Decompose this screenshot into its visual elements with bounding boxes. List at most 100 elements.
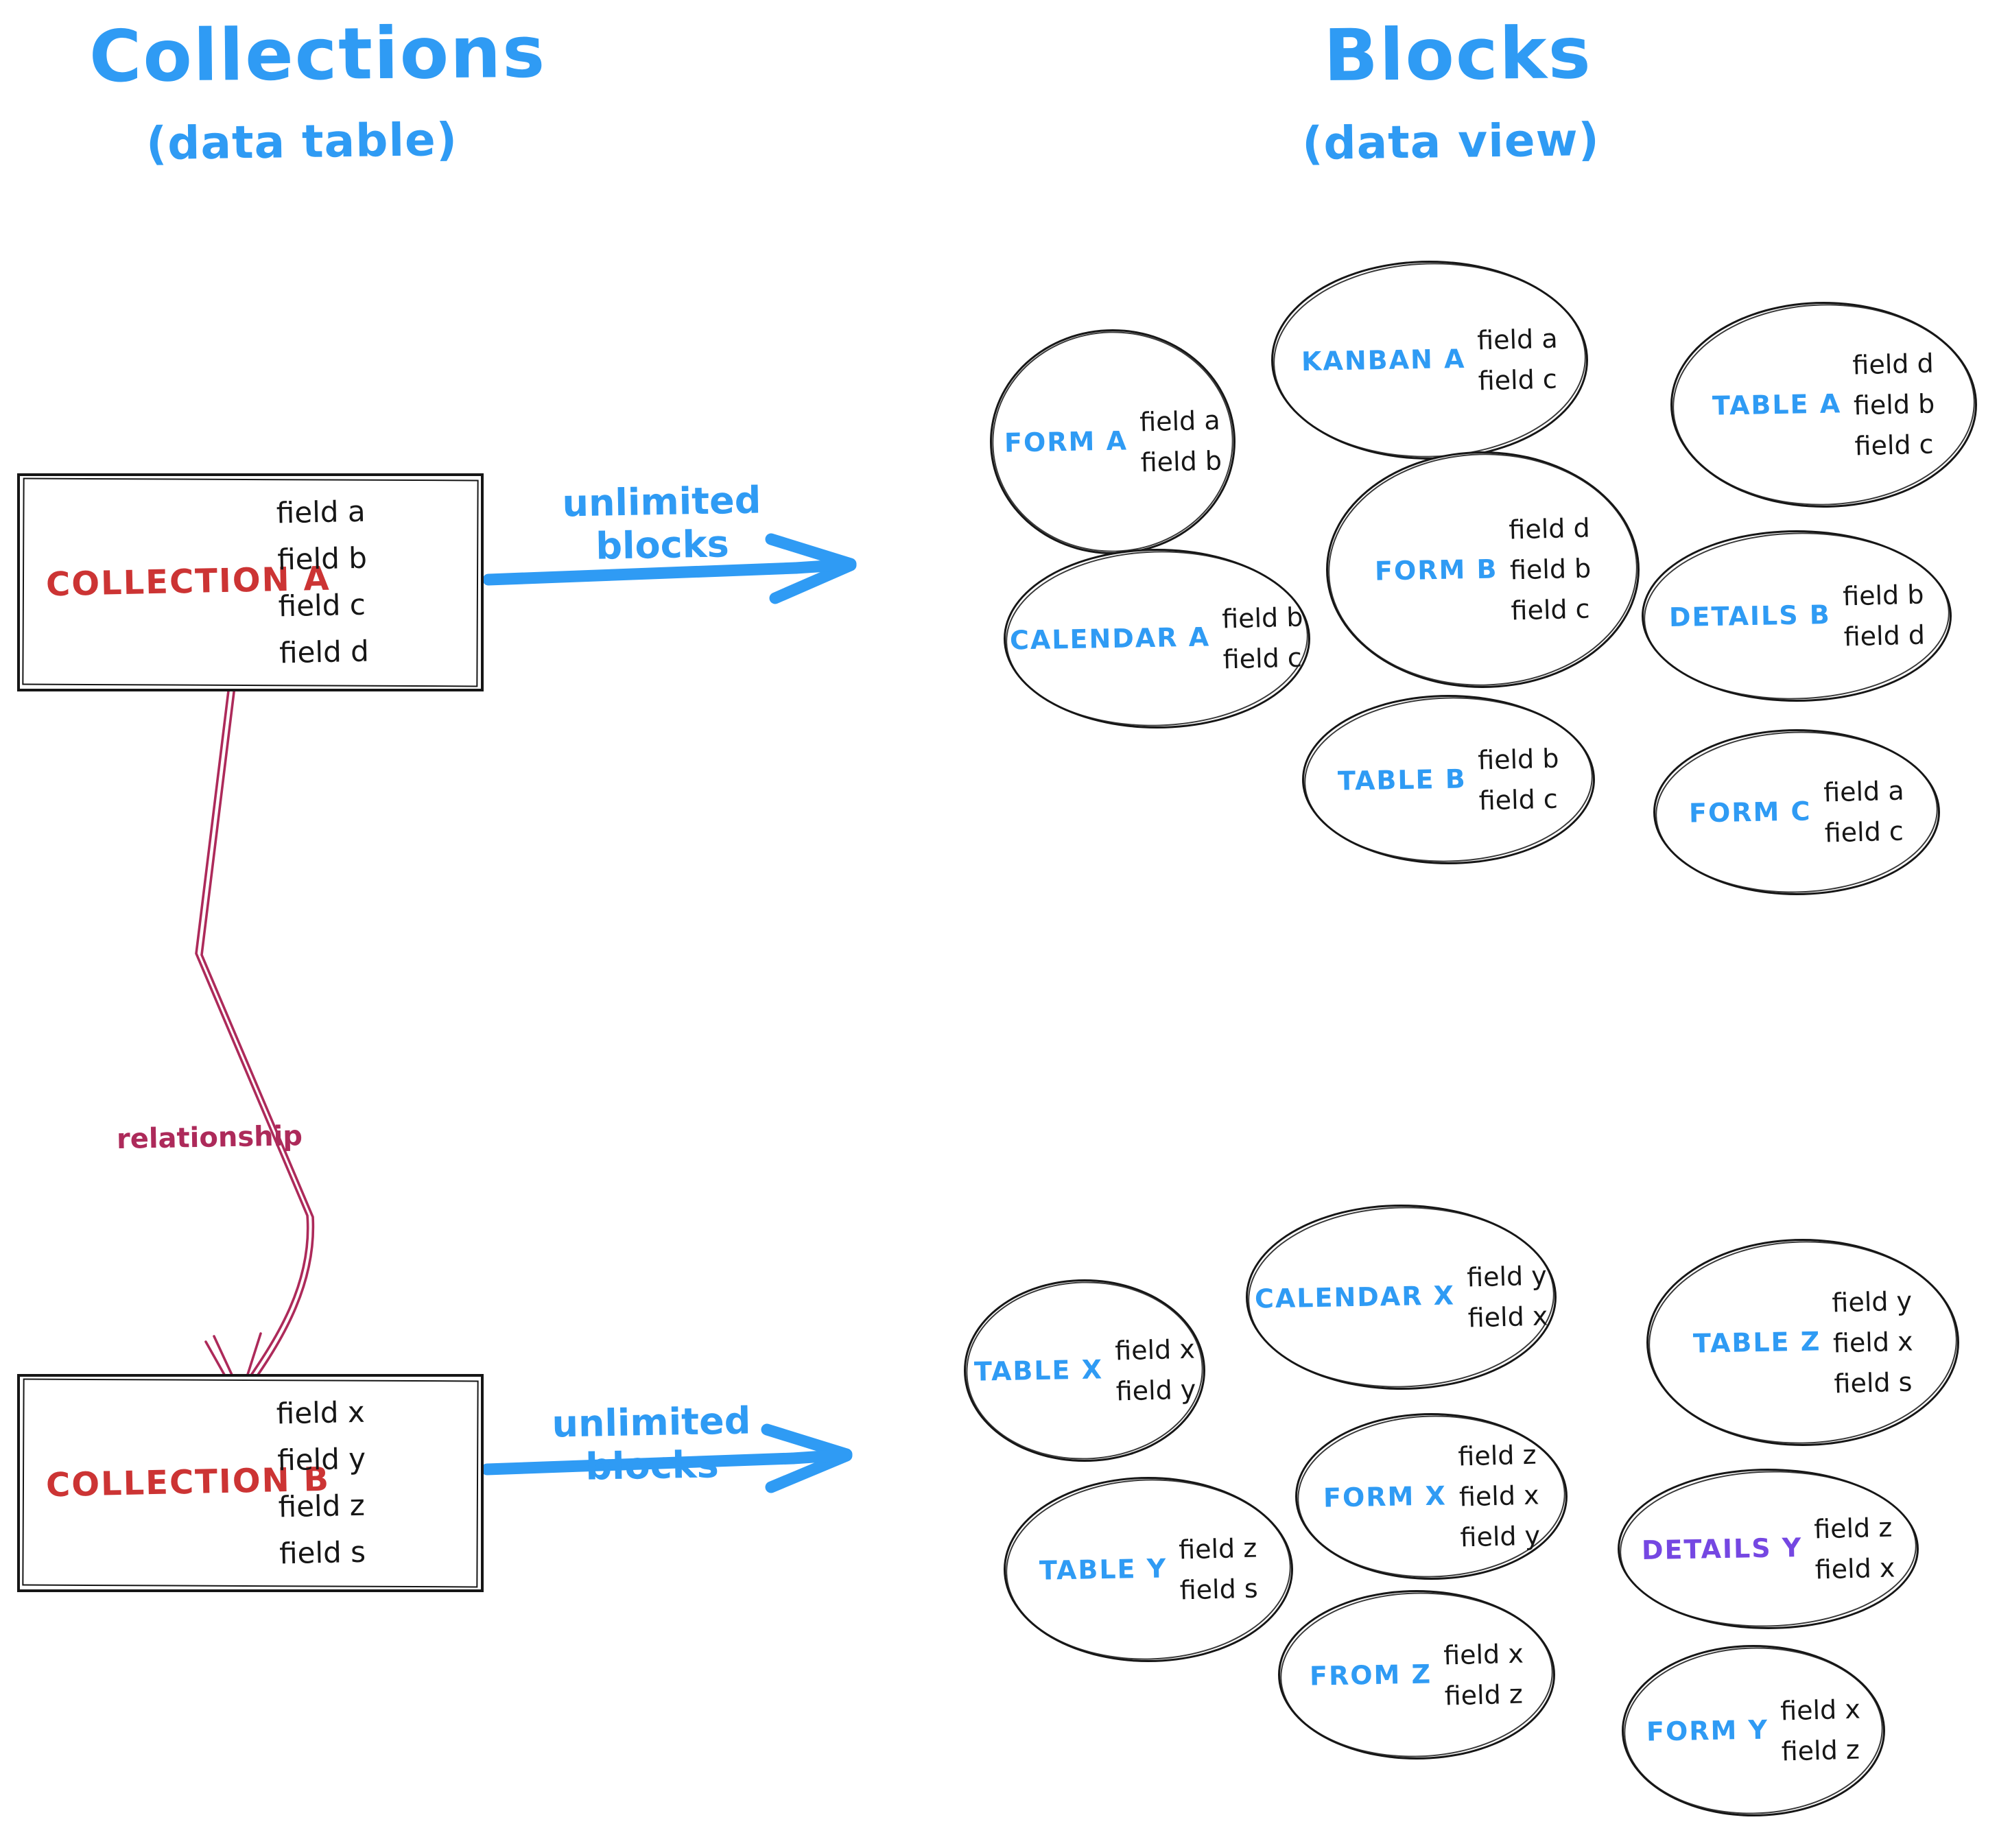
unlimited-blocks-label-bottom: unlimited blocks [552,1399,751,1489]
block-field: field d [1509,512,1591,545]
block-label: FORM Y [1646,1714,1769,1747]
form-x-block: FORM X field z field x field y [1295,1413,1568,1580]
block-field: field d [1843,619,1926,652]
relationship-label: relationship [116,1120,303,1156]
block-label: FORM B [1374,553,1498,587]
calendar-x-block: CALENDAR X field y field x [1246,1205,1557,1390]
block-fields: field x field z [1780,1690,1862,1773]
blocks-title: Blocks [1323,10,1593,98]
block-field: field b [1853,388,1936,421]
form-c-block: FORM C field a field c [1653,729,1940,895]
block-label: FROM Z [1309,1658,1432,1692]
collection-label: COLLECTION A [45,559,331,604]
collection-field: field d [279,634,370,670]
block-field: field y [1466,1260,1548,1293]
block-fields: field x field y [1114,1329,1196,1412]
collection-field: field c [278,587,366,624]
unlimited-blocks-arrow-bottom [481,1423,853,1493]
block-fields: field y field x field s [1832,1281,1915,1404]
block-field: field s [1179,1573,1259,1606]
block-field: field d [1852,348,1935,381]
collection-field: field x [276,1395,366,1431]
table-b-block: TABLE B field b field c [1302,695,1595,864]
block-field: field z [1178,1532,1257,1565]
block-label: FORM X [1323,1480,1447,1513]
block-field: field c [1511,593,1591,626]
block-field: field x [1814,1552,1896,1585]
block-label: TABLE Z [1692,1326,1821,1359]
block-label: FORM C [1688,796,1812,829]
block-field: field c [1222,642,1303,675]
block-fields: field b field c [1478,738,1561,821]
block-field: field x [1458,1480,1540,1513]
block-field: field c [1478,783,1559,816]
collection-field: field z [278,1488,366,1524]
block-field: field b [1222,602,1304,635]
block-fields: field a field c [1823,771,1905,854]
block-label: TABLE Y [1039,1553,1168,1586]
block-field: field y [1115,1374,1196,1407]
block-field: field b [1509,553,1592,586]
block-label: DETAILS Y [1641,1532,1803,1566]
form-y-block: FORM Y field x field z [1622,1645,1885,1816]
block-label: TABLE A [1712,388,1842,421]
block-fields: field a field b [1139,401,1222,484]
block-field: field x [1832,1326,1913,1359]
block-field: field a [1823,775,1904,808]
block-label: TABLE B [1337,763,1467,796]
block-field: field x [1114,1334,1196,1366]
block-field: field z [1814,1512,1893,1545]
collection-field: field a [276,494,366,530]
collection-fields: field x field y field z field s [276,1389,368,1578]
collection-field: field b [276,541,368,577]
block-fields: field y field x [1467,1256,1549,1339]
collection-field: field s [279,1535,366,1571]
block-label: CALENDAR X [1254,1280,1456,1314]
block-field: field b [1140,445,1222,478]
kanban-a-block: KANBAN A field a field c [1271,261,1588,460]
collections-subtitle: (data table) [145,112,458,171]
block-fields: field z field x field y [1458,1435,1541,1559]
block-fields: field d field b field c [1509,508,1593,632]
block-fields: field z field s [1179,1528,1259,1611]
form-b-block: FORM B field d field b field c [1326,451,1640,688]
unlimited-blocks-label-top: unlimited blocks [562,478,761,568]
block-field: field c [1478,364,1558,396]
calendar-a-block: CALENDAR A field b field c [1004,549,1310,728]
block-field: field x [1467,1301,1549,1334]
block-field: field a [1139,405,1221,438]
block-field: field x [1780,1694,1861,1727]
table-z-block: TABLE Z field y field x field s [1646,1239,1959,1446]
collection-fields: field a field b field c field d [276,488,369,677]
block-fields: field z field x [1814,1508,1896,1591]
block-fields: field b field d [1842,575,1925,658]
block-field: field s [1833,1366,1913,1399]
block-field: field z [1780,1734,1860,1767]
block-fields: field a field c [1477,319,1559,402]
unlimited-blocks-arrow-top [482,533,857,604]
block-field: field y [1831,1286,1913,1318]
block-label: KANBAN A [1301,343,1466,377]
block-field: field b [1842,579,1924,612]
table-y-block: TABLE Y field z field s [1004,1477,1293,1662]
block-field: field a [1476,323,1559,356]
block-field: field z [1458,1439,1537,1472]
block-field: field x [1443,1638,1524,1671]
block-field: field y [1460,1520,1541,1553]
block-field: field c [1823,816,1904,849]
collections-title: Collections [88,10,547,99]
block-fields: field b field c [1222,597,1305,680]
blocks-subtitle: (data view) [1301,112,1600,171]
block-label: CALENDAR A [1009,621,1211,656]
block-field: field b [1477,743,1560,776]
collection-field: field y [276,1441,366,1478]
